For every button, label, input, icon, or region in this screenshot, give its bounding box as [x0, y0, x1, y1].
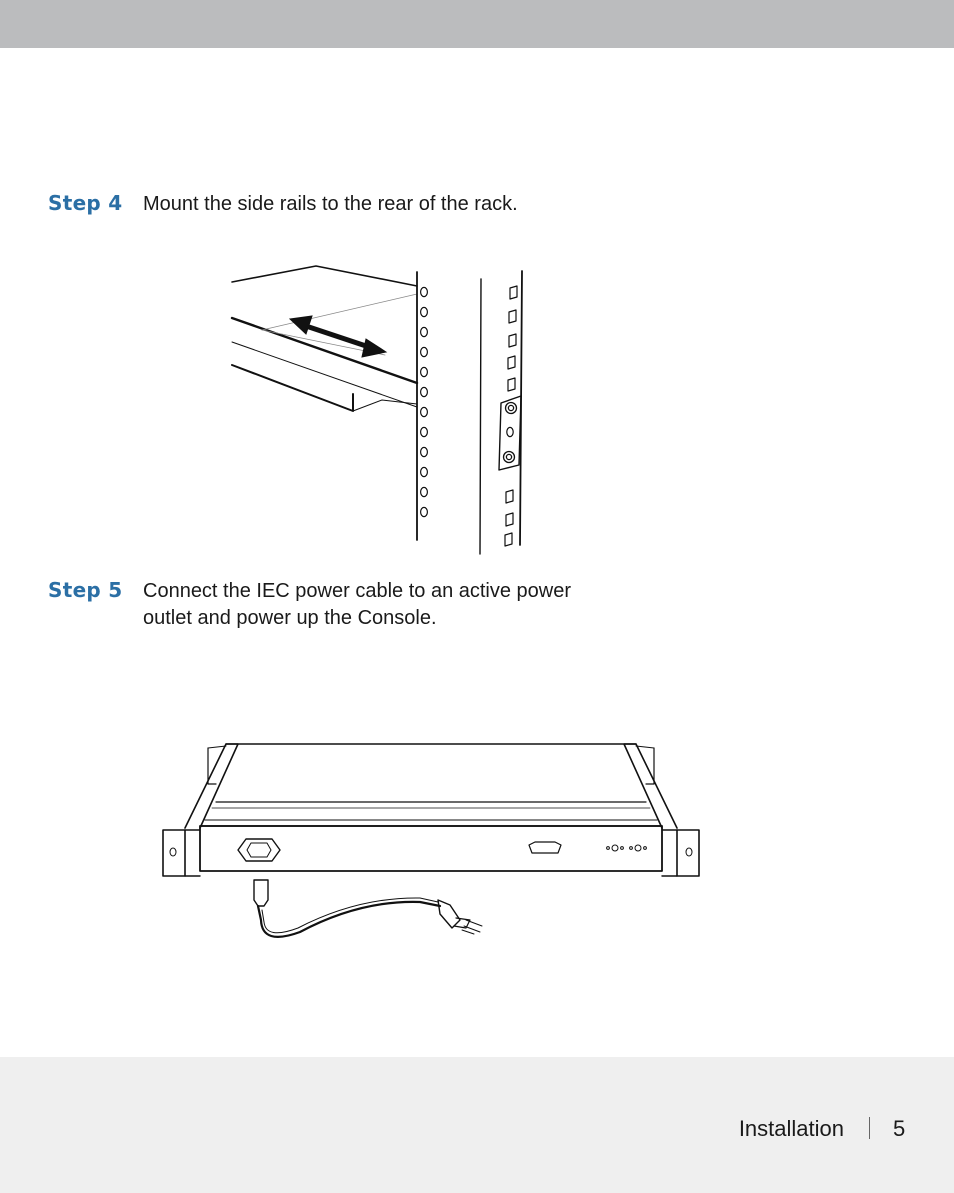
footer-section-title: Installation	[738, 1116, 844, 1141]
double-arrow-icon	[288, 315, 388, 358]
footer-divider	[869, 1117, 870, 1139]
step-4-text: Mount the side rails to the rear of the …	[143, 191, 518, 218]
step-4-line-1: Mount the side rails to the rear of the …	[143, 193, 518, 215]
page-number: 5	[893, 1116, 906, 1141]
console-power-illustration	[162, 743, 700, 938]
step-5-line-1: Connect the IEC power cable to an active…	[143, 580, 572, 602]
step-4-label: Step 4	[48, 191, 123, 215]
page-footer: Installation 5	[0, 1057, 954, 1193]
step-5-line-2: outlet and power up the Console.	[143, 607, 437, 629]
rack-rail-illustration	[230, 265, 523, 555]
header-bar	[0, 0, 954, 48]
step-5-text: Connect the IEC power cable to an active…	[143, 578, 571, 632]
step-5-label: Step 5	[48, 578, 123, 602]
